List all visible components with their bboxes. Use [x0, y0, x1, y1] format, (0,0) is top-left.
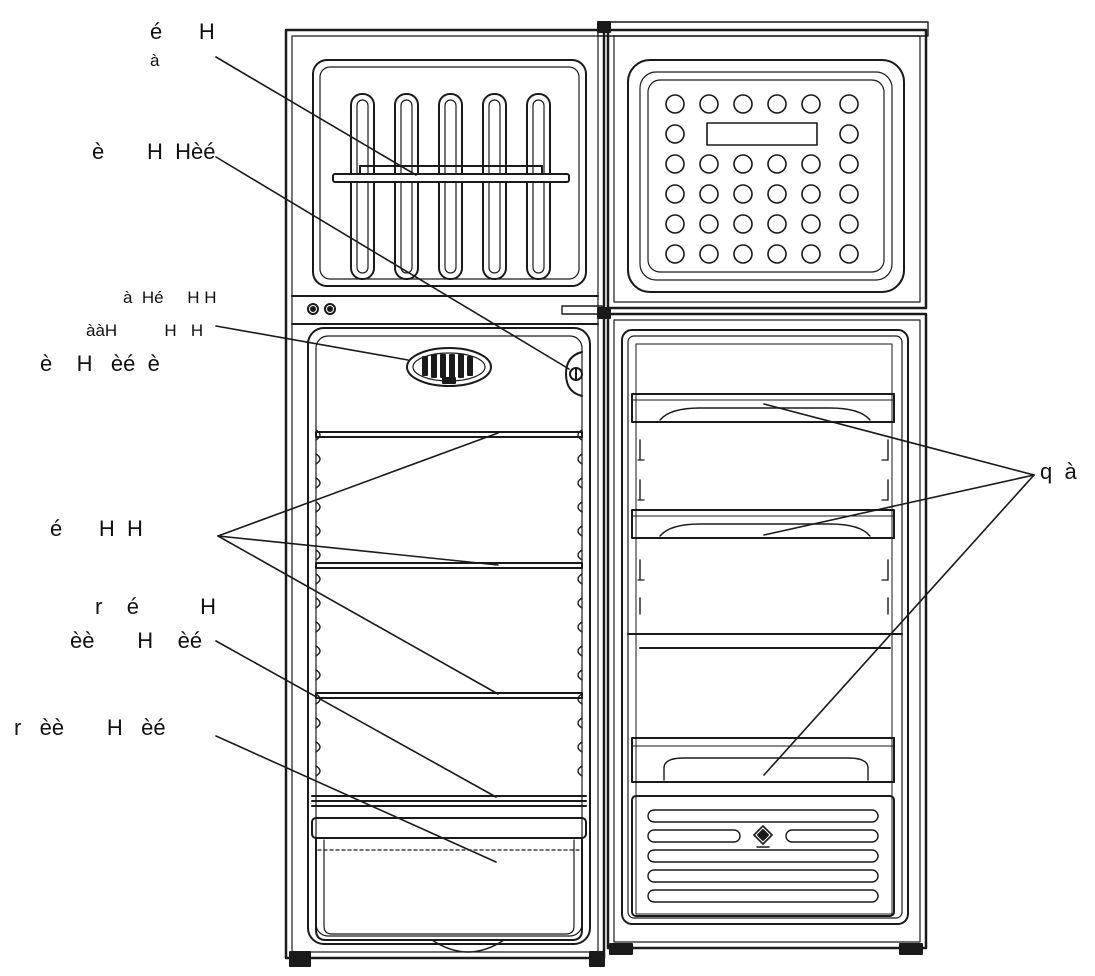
leader-door-rack-2: [763, 474, 1035, 536]
leader-thermostat: [215, 156, 570, 370]
leader-door-rack-1: [763, 403, 1035, 476]
leader-crisper: [215, 735, 497, 863]
hinge-button-left: [307, 303, 319, 315]
label-lamp-line2: ààH H H: [86, 321, 204, 340]
leader-glass-shelf-1: [217, 432, 499, 537]
label-crisper: r èè H èé: [14, 715, 166, 740]
glass-shelf-3: [315, 692, 583, 699]
cabinet-body: [284, 28, 606, 967]
label-thermostat: è H Hèé: [92, 139, 216, 164]
glass-shelf-1: [315, 431, 583, 438]
door-rack-3: [631, 737, 895, 783]
leader-freezer-shelf: [215, 56, 417, 176]
leader-glass-shelf-3: [217, 535, 499, 695]
freezer-door: [597, 21, 929, 310]
freezer-door-display: [706, 122, 818, 146]
label-glass-shelves: é H H: [50, 516, 143, 541]
label-lamp-line3: è H èé è: [40, 351, 160, 376]
fridge-door: [606, 312, 928, 955]
leader-glass-shelf-2: [217, 535, 499, 566]
diamond-logo-icon: [753, 825, 773, 848]
door-rack-1: [631, 393, 895, 423]
label-freezer-shelf-line2: à: [150, 51, 160, 70]
thermostat-icon: [565, 351, 583, 397]
lamp-icon: [406, 347, 492, 387]
fridge-compartment: [307, 327, 591, 945]
leader-lines: [215, 56, 1035, 863]
label-crisper-cover-line2: èè H èé: [70, 628, 203, 653]
freezer-shelf: [332, 165, 570, 183]
leader-door-rack-3: [763, 474, 1035, 776]
shelf-supports: [315, 429, 583, 777]
crisper-cover: [311, 795, 587, 807]
leader-lamp: [215, 325, 409, 361]
vent-slots-icon: [631, 795, 895, 917]
label-freezer-shelf-line1: é H: [150, 19, 215, 44]
cabinet-divider: [291, 295, 599, 325]
leader-crisper-cover: [215, 640, 497, 798]
hinge-button-right: [324, 303, 336, 315]
round-dimple-grid-icon: [665, 94, 859, 264]
label-lamp-line1: à Hé H H: [123, 288, 217, 307]
door-racks: [631, 393, 895, 783]
glass-shelf-2: [315, 562, 583, 569]
glass-shelves: [315, 431, 583, 699]
crisper-drawer: [311, 817, 587, 953]
freezer-compartment: [312, 59, 587, 287]
label-door-racks: q à: [1040, 459, 1077, 484]
label-crisper-cover-line1: r é H: [95, 594, 217, 619]
